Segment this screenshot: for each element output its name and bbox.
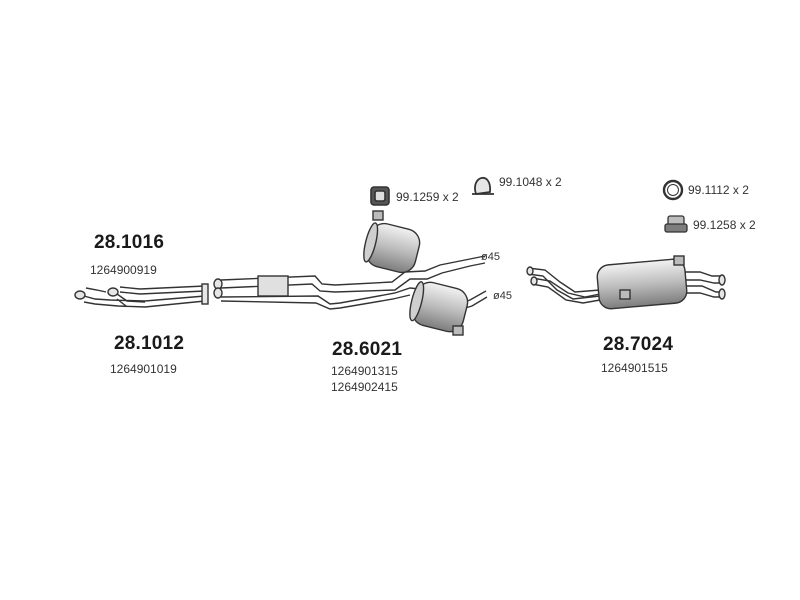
oe-number-middle-2: 1264902415 [331, 380, 398, 394]
oe-number-front-upper: 1264900919 [90, 263, 157, 277]
accessory-mount-label: 99.1258 x 2 [693, 218, 756, 232]
part-number-front-upper: 28.1016 [94, 232, 165, 253]
diameter-label-lower: ø45 [493, 290, 512, 302]
accessory-clamp-label: 99.1048 x 2 [499, 175, 562, 189]
diameter-label-upper: ø45 [481, 251, 500, 263]
rear-muffler-drawing [526, 255, 726, 310]
oe-number-rear: 1264901515 [601, 361, 668, 375]
accessory-gasket-label: 99.1259 x 2 [396, 190, 459, 204]
oe-number-middle-1: 1264901315 [331, 364, 398, 378]
clamp-icon [472, 177, 494, 195]
oe-number-front-lower: 1264901019 [110, 362, 177, 376]
rubber-mount-icon [664, 215, 688, 233]
gasket-icon [370, 186, 390, 206]
middle-pipe-drawing [213, 210, 488, 336]
part-number-rear: 28.7024 [603, 334, 674, 355]
part-number-middle: 28.6021 [332, 339, 403, 360]
accessory-ring-label: 99.1112 x 2 [688, 183, 749, 197]
part-number-front-lower: 28.1012 [114, 333, 185, 354]
ring-icon [662, 179, 684, 201]
front-pipe-drawing [74, 283, 209, 308]
